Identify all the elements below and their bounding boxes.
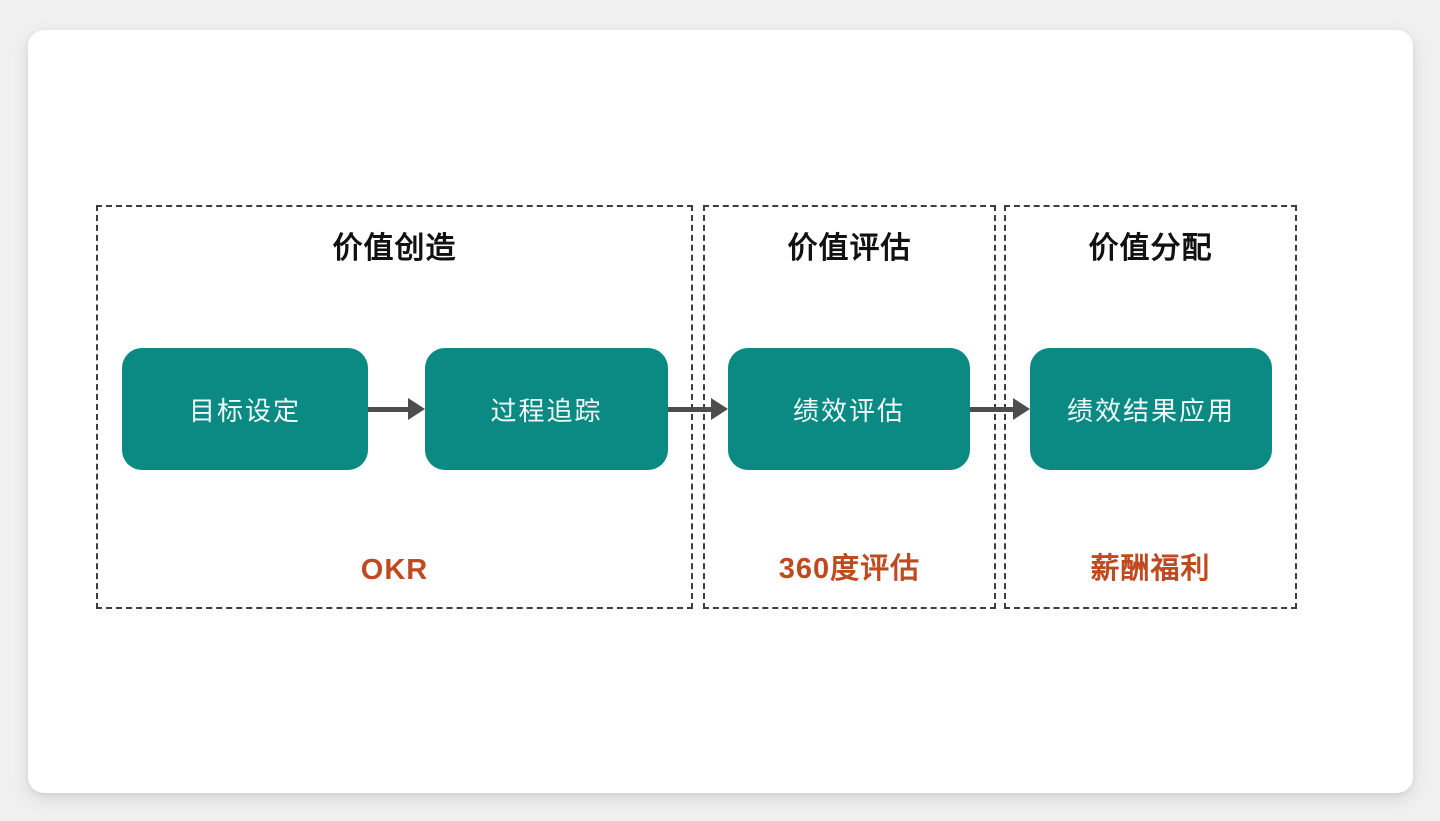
zone-value-creation: 价值创造 OKR — [96, 205, 693, 609]
zone-title: 价值评估 — [787, 232, 912, 265]
performance-flow-diagram: 价值创造 OKR 价值评估 360度评估 价值分配 薪酬福利 目标设定 过程追踪… — [28, 30, 1413, 793]
arrow-icon — [368, 398, 425, 420]
zone-value-distribution: 价值分配 薪酬福利 — [1004, 205, 1297, 609]
arrow-shaft — [970, 406, 1013, 412]
arrow-head — [408, 398, 425, 420]
arrow-shaft — [368, 406, 408, 412]
node-performance-evaluation: 绩效评估 — [728, 348, 970, 470]
diagram-card: 价值创造 OKR 价值评估 360度评估 价值分配 薪酬福利 目标设定 过程追踪… — [28, 30, 1413, 793]
zone-tool-label: 360度评估 — [778, 553, 921, 585]
arrow-shaft — [668, 406, 711, 412]
node-performance-result-application: 绩效结果应用 — [1030, 348, 1272, 470]
arrow-head — [711, 398, 728, 420]
zone-tool-label: 薪酬福利 — [1090, 553, 1211, 585]
arrow-icon — [970, 398, 1030, 420]
zone-title: 价值分配 — [1088, 232, 1213, 265]
zone-tool-label: OKR — [360, 554, 429, 586]
arrow-head — [1013, 398, 1030, 420]
arrow-icon — [668, 398, 728, 420]
node-goal-setting: 目标设定 — [122, 348, 368, 470]
node-process-tracking: 过程追踪 — [425, 348, 668, 470]
zone-title: 价值创造 — [332, 232, 457, 265]
